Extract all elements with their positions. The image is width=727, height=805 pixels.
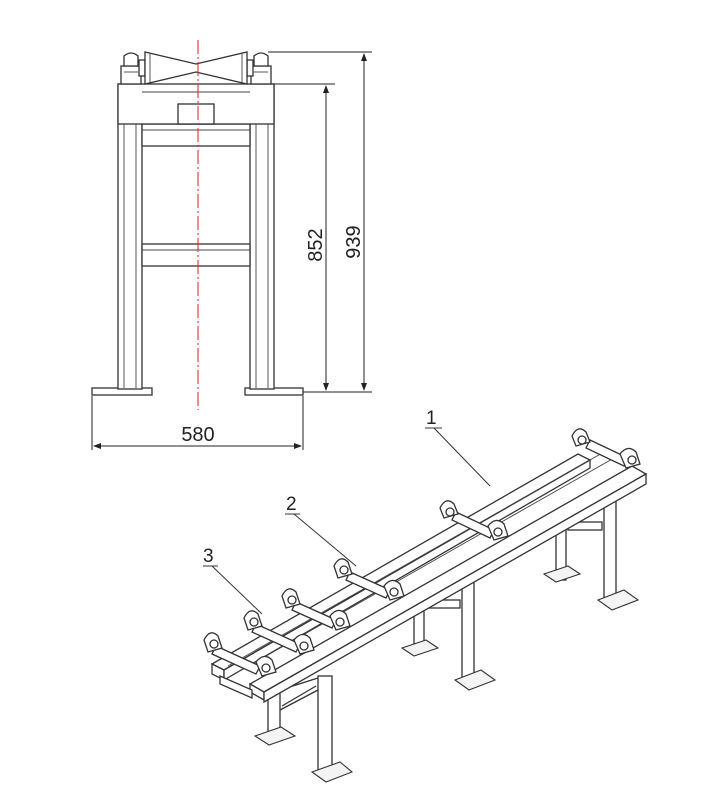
- center-block: [177, 103, 215, 125]
- left-bearing-block: [120, 52, 142, 85]
- lower-cross-beam: [141, 243, 251, 267]
- callout-2: 2: [285, 494, 357, 567]
- iso-leg-back-right: [542, 497, 640, 611]
- right-bearing-block: [250, 52, 272, 85]
- iso-roller-set-6: [203, 632, 277, 677]
- callout-2-label: 2: [286, 494, 297, 515]
- iso-leg-front-left: [253, 675, 354, 783]
- iso-roller-set-1: [571, 428, 641, 469]
- callout-1: 1: [425, 408, 491, 487]
- iso-roller-set-5: [243, 610, 315, 655]
- isometric-view: 1 2 3: [203, 408, 648, 783]
- iso-leg-middle: [400, 579, 497, 691]
- right-leg: [249, 83, 275, 390]
- iso-frame: [210, 451, 648, 704]
- iso-roller-set-4: [281, 588, 351, 631]
- callout-3: 3: [203, 546, 263, 615]
- dimension-width: 580: [91, 396, 304, 450]
- left-leg: [117, 83, 143, 390]
- front-elevation-view: [91, 40, 304, 410]
- upper-cross-beam: [141, 123, 251, 147]
- dimension-height-inner-label: 852: [305, 228, 327, 261]
- iso-legs: [253, 497, 640, 783]
- dimension-height-outer: 939: [268, 51, 372, 391]
- callout-3-label: 3: [203, 546, 214, 567]
- dimension-width-label: 580: [181, 424, 214, 446]
- iso-roller-set-3: [333, 558, 405, 601]
- iso-roller-set-2: [439, 500, 509, 541]
- callout-1-label: 1: [426, 408, 437, 429]
- dimension-height-inner: 852: [274, 83, 372, 393]
- dimension-height-outer-label: 939: [343, 225, 365, 258]
- v-roller: [138, 51, 254, 85]
